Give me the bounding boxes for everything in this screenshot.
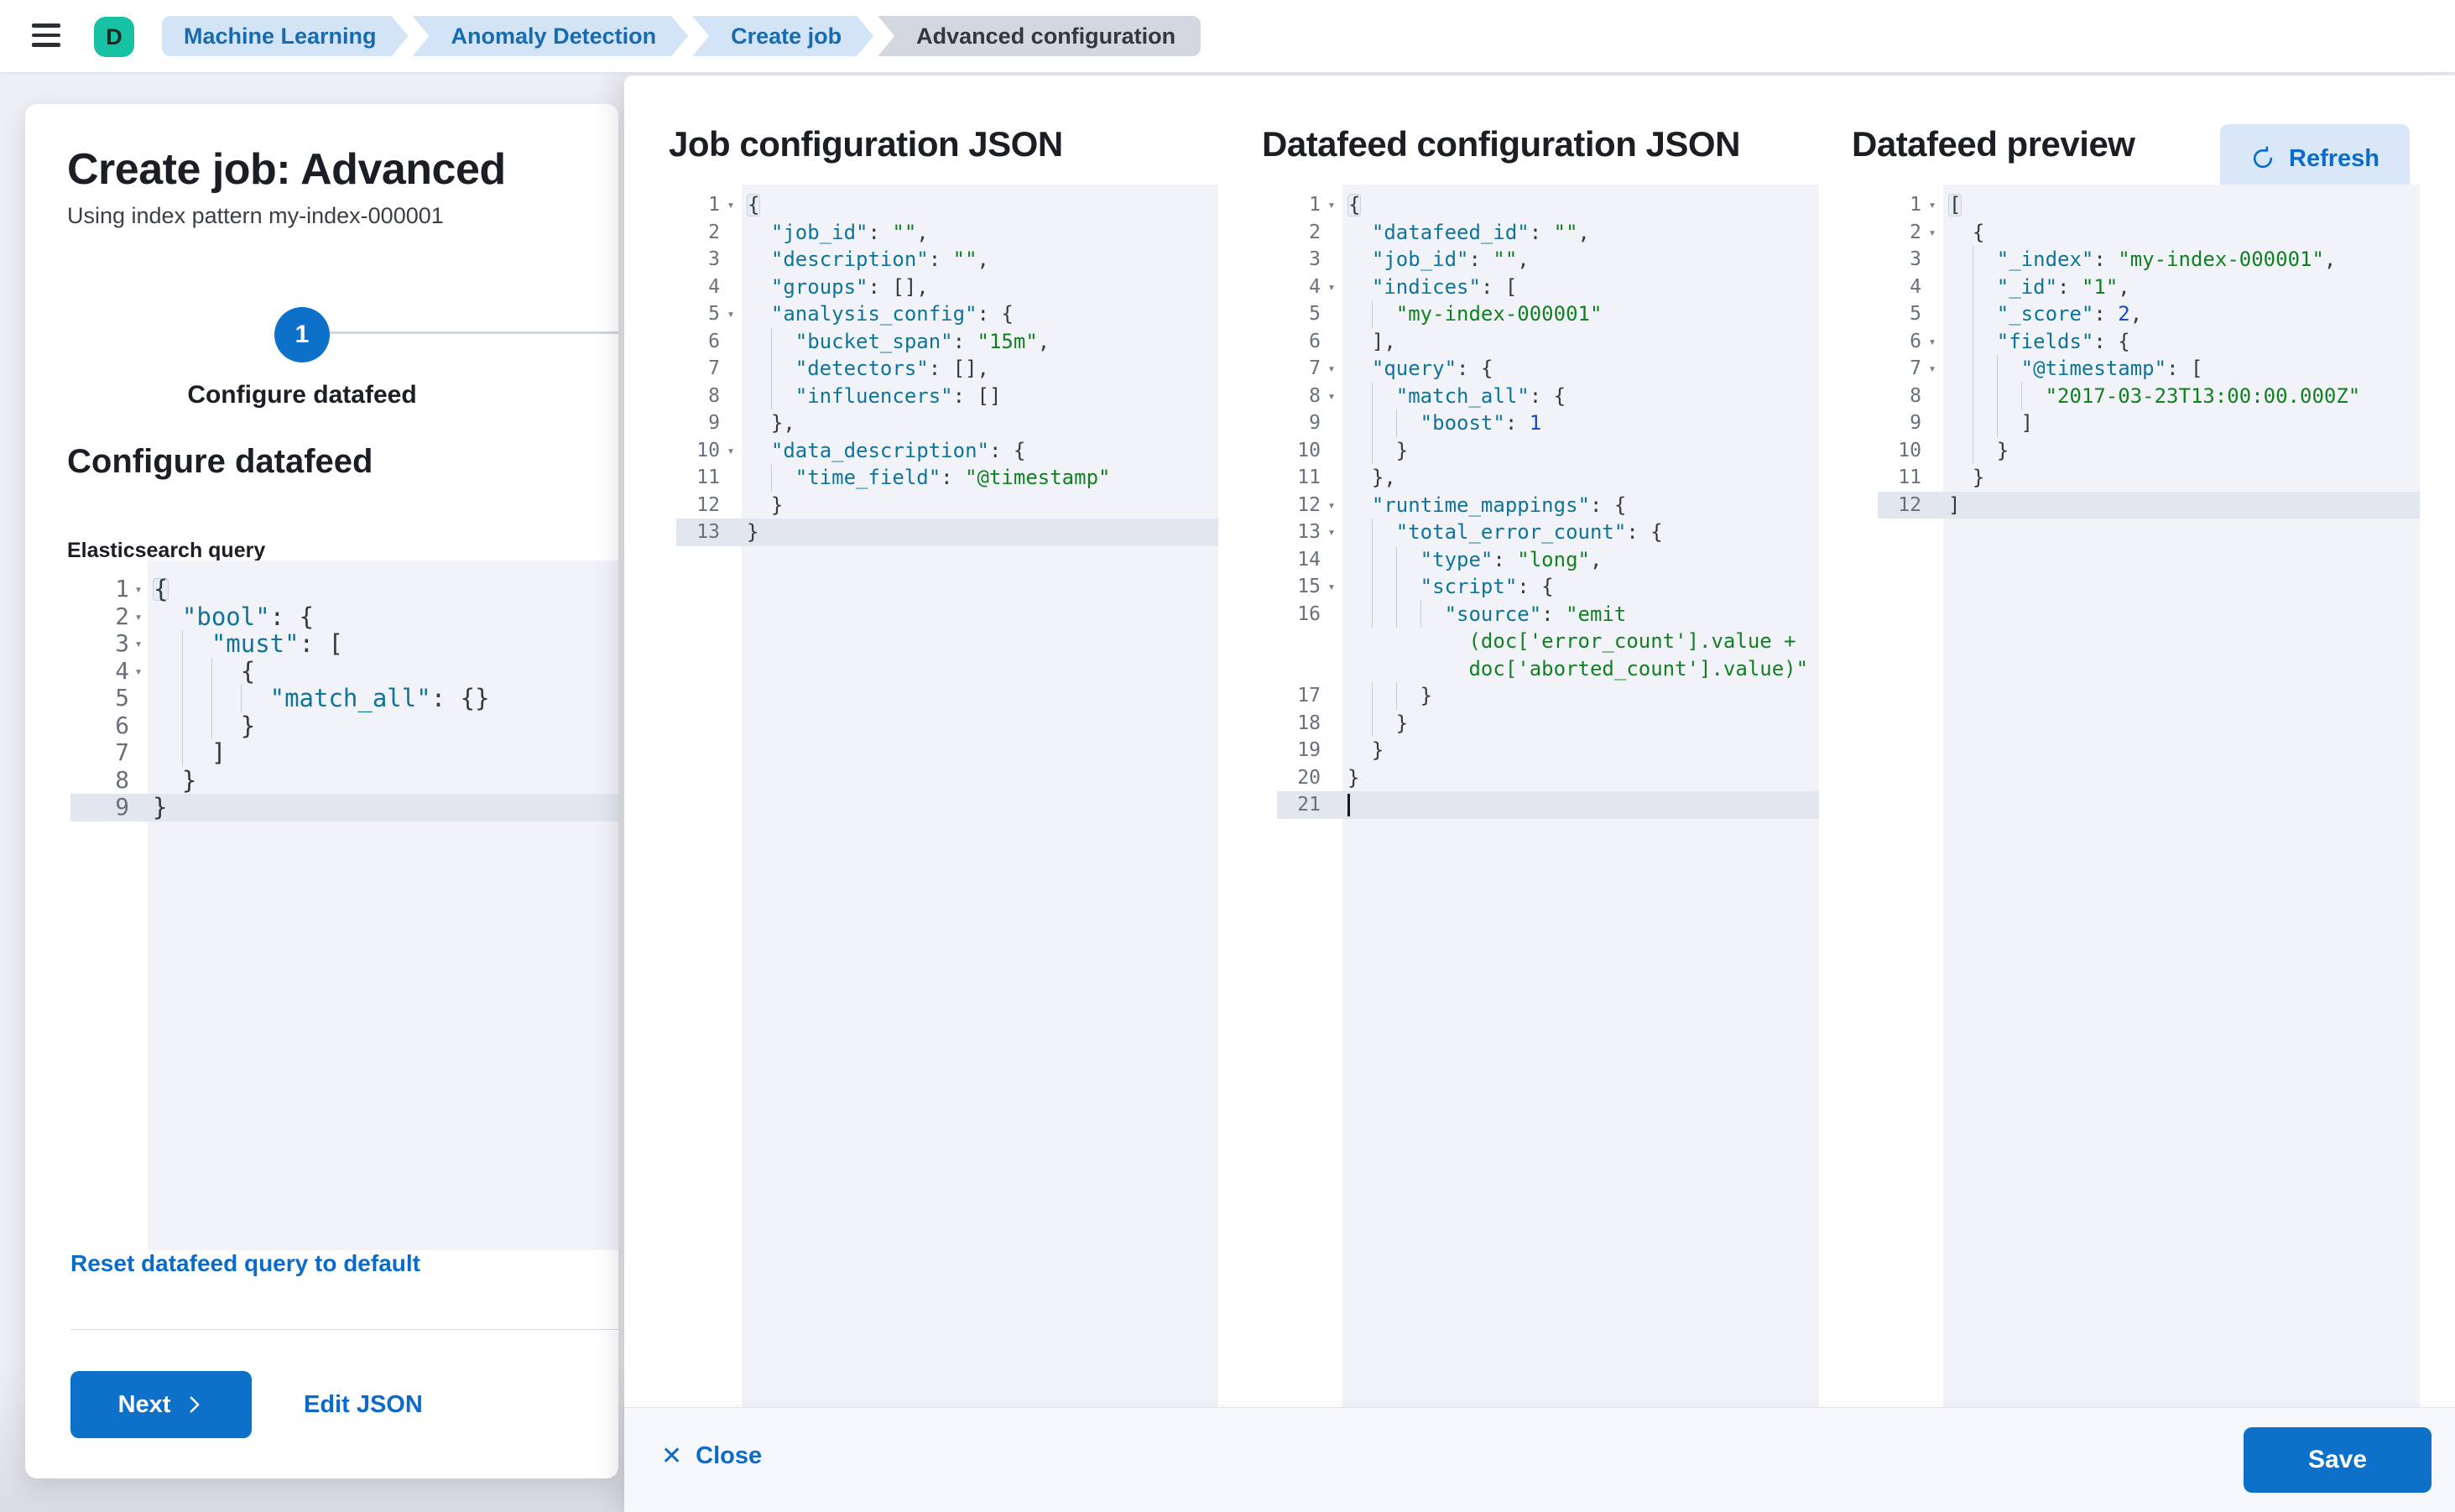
code-line: 10} [1277, 436, 1819, 464]
code-line: 4▾"indices": [ [1309, 274, 1518, 299]
breadcrumb-advanced-configuration: Advanced configuration [878, 16, 1201, 56]
code-line: 8"influencers": [] [676, 382, 1218, 409]
code-line: 19} [1297, 738, 1384, 762]
code-line: 7] [115, 738, 227, 767]
code-line: 13▾"total_error_count": { [1277, 519, 1819, 546]
code-line: 20} [1297, 765, 1360, 790]
code-line: 3"_index": "my-index-000001", [1878, 246, 2420, 274]
code-line: 1▾{ [708, 193, 761, 216]
code-line: 4▾{ [115, 656, 256, 686]
code-line: 11}, [1297, 466, 1396, 489]
code-line: 9} [70, 793, 618, 821]
close-button[interactable]: ✕ Close [661, 1408, 762, 1504]
step-1-indicator[interactable]: 1 [274, 307, 330, 362]
close-icon: ✕ [661, 1442, 683, 1470]
avatar[interactable]: D [94, 17, 134, 57]
es-query-editor[interactable]: 1▾{2▾"bool": {3▾"must": [4▾{5"match_all"… [70, 560, 618, 1250]
code-line: 15▾"script": { [1277, 573, 1819, 601]
breadcrumb-machine-learning[interactable]: Machine Learning [162, 16, 409, 56]
code-line: 9}, [708, 411, 795, 435]
top-navigation-bar: D Machine Learning Anomaly Detection Cre… [0, 0, 2455, 72]
code-line: 2"datafeed_id": "", [1309, 220, 1590, 244]
code-line: 12} [696, 493, 784, 517]
code-line: 5"match_all": {} [115, 684, 490, 712]
code-line: 12] [1878, 491, 2420, 519]
next-button-label: Next [117, 1390, 171, 1418]
code-line: 14"type": "long", [1277, 545, 1819, 573]
hamburger-menu-icon[interactable] [32, 23, 60, 49]
datafeed-preview-editor[interactable]: 1▾[ 2▾{3"_index": "my-index-000001",4"_id… [1878, 185, 2420, 1407]
code-line: 6"bucket_span": "15m", [676, 327, 1218, 355]
save-button[interactable]: Save [2244, 1427, 2432, 1493]
datafeed-configuration-json-editor[interactable]: 1▾{ 2"datafeed_id": "", 3"job_id": "", 4▾"i… [1277, 185, 1819, 1407]
code-line: 8▾"match_all": { [1277, 382, 1819, 409]
job-configuration-json-title: Job configuration JSON [669, 124, 1063, 164]
refresh-button[interactable]: Refresh [2220, 124, 2410, 193]
create-job-wizard-panel: Create job: Advanced Using index pattern… [25, 104, 618, 1478]
code-line: 6▾"fields": { [1878, 327, 2420, 355]
code-line: 7▾"query": { [1309, 357, 1493, 380]
step-connector-line [302, 331, 618, 334]
reset-datafeed-query-link[interactable]: Reset datafeed query to default [70, 1250, 420, 1276]
code-line: 9] [1878, 409, 2420, 437]
code-line: 16"source": "emit [1277, 600, 1819, 628]
step-1-label: Configure datafeed [187, 381, 417, 409]
edit-json-link[interactable]: Edit JSON [304, 1390, 423, 1418]
code-line: 8"2017-03-23T13:00:00.000Z" [1878, 382, 2420, 409]
code-line: 1▾[ [1910, 193, 1962, 216]
code-line: 10▾"data_description": { [696, 438, 1026, 462]
code-line: 11"time_field": "@timestamp" [676, 464, 1218, 492]
code-line: 2▾{ [1910, 220, 1985, 244]
section-heading-configure-datafeed: Configure datafeed [67, 443, 373, 480]
code-line: 17} [1277, 682, 1819, 710]
divider [70, 1329, 618, 1330]
edit-json-flyout: Job configuration JSON Datafeed configur… [624, 76, 2455, 1512]
breadcrumb: Machine Learning Anomaly Detection Creat… [162, 16, 1205, 56]
close-button-label: Close [696, 1442, 763, 1469]
code-line: 2"job_id": "", [708, 220, 929, 244]
code-line: 1▾{ [1309, 193, 1362, 216]
code-line: 12▾"runtime_mappings": { [1297, 493, 1627, 517]
code-line: 10} [1878, 436, 2420, 464]
datafeed-preview-title: Datafeed preview [1852, 124, 2135, 164]
next-button[interactable]: Next [70, 1371, 252, 1438]
job-configuration-json-editor[interactable]: 1▾{ 2"job_id": "", 3"description": "", 4"gr… [676, 185, 1218, 1407]
flyout-footer: ✕ Close Save [624, 1407, 2455, 1512]
code-line: 5▾"analysis_config": { [708, 302, 1014, 326]
code-line: 7"detectors": [], [676, 355, 1218, 383]
code-line: 3"job_id": "", [1309, 248, 1530, 271]
code-line: 8} [115, 765, 197, 795]
code-line: 5"_score": 2, [1878, 300, 2420, 328]
elasticsearch-query-label: Elasticsearch query [67, 539, 266, 562]
breadcrumb-create-job[interactable]: Create job [692, 16, 873, 56]
code-line: 6} [115, 711, 256, 740]
code-line: 21 [1277, 791, 1819, 819]
chevron-right-icon [190, 1396, 200, 1413]
code-line: 4"groups": [], [708, 274, 929, 299]
code-line: 2▾"bool": { [115, 602, 315, 631]
code-line: 11} [1898, 466, 1985, 489]
code-line: 5"my-index-000001" [1277, 300, 1819, 328]
code-line: 4"_id": "1", [1878, 273, 2420, 300]
code-line: (doc['error_count'].value + [1468, 629, 1796, 653]
code-line: 18} [1277, 709, 1819, 737]
breadcrumb-anomaly-detection[interactable]: Anomaly Detection [413, 16, 689, 56]
code-line: 13} [676, 519, 1218, 546]
code-line: 9"boost": 1 [1277, 409, 1819, 437]
page-title: Create job: Advanced [67, 145, 506, 194]
code-line: 1▾{ [115, 575, 169, 603]
code-line: 3▾"must": [ [115, 629, 343, 658]
refresh-icon [2253, 146, 2273, 169]
index-pattern-subtitle: Using index pattern my-index-000001 [67, 203, 444, 228]
code-line: 3"description": "", [708, 248, 989, 271]
code-line: 6], [1309, 329, 1396, 353]
code-line: 7▾"@timestamp": [ [1878, 355, 2420, 383]
refresh-button-label: Refresh [2289, 144, 2379, 172]
datafeed-configuration-json-title: Datafeed configuration JSON [1262, 124, 1740, 164]
code-line: doc['aborted_count'].value)" [1468, 656, 1809, 680]
